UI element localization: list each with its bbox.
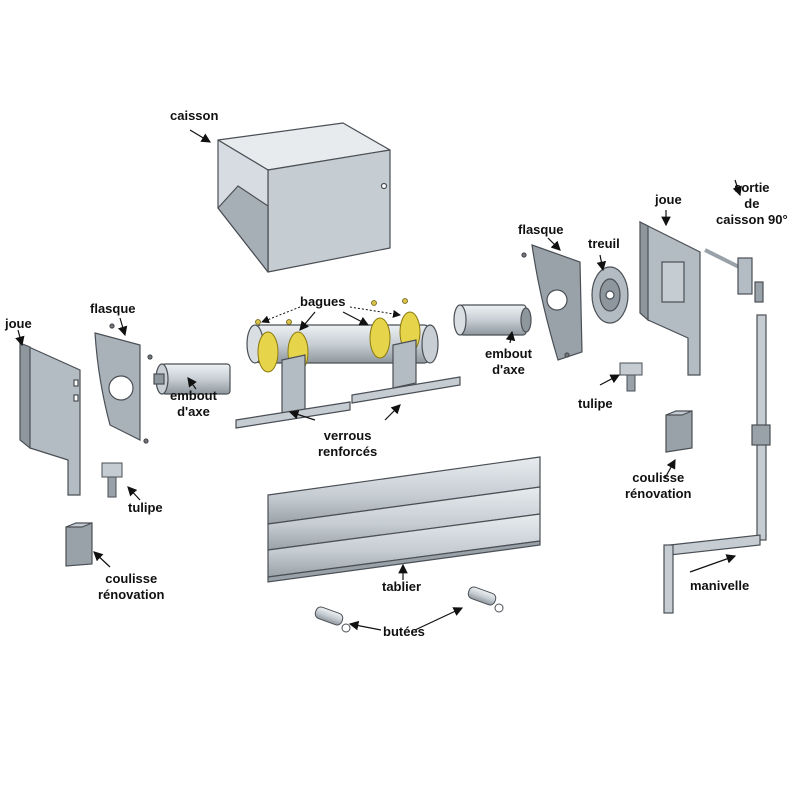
right-embout-axe — [453, 304, 532, 336]
label-bagues: bagues — [300, 294, 346, 309]
screws-top — [255, 298, 408, 325]
label-coulisse-left: coulisse rénovation — [98, 571, 164, 603]
label-sortie: sortie de caisson 90° — [716, 180, 788, 228]
left-tulipe-part — [101, 462, 123, 498]
manivelle-crank — [663, 314, 771, 614]
right-coulisse-part — [665, 410, 693, 453]
caisson-box — [217, 122, 391, 273]
label-embout-right-2: d'axe — [492, 362, 525, 377]
label-coulisse-right-2: rénovation — [625, 486, 692, 501]
label-embout-right: embout d'axe — [485, 346, 532, 378]
bagues-dotted-arrows — [261, 306, 401, 324]
right-tulipe-part — [619, 362, 643, 392]
label-butees: butées — [383, 624, 425, 639]
label-manivelle: manivelle — [690, 578, 750, 593]
butees-stops — [314, 586, 504, 633]
right-flasque-plate — [521, 244, 583, 361]
label-tablier: tablier — [382, 579, 422, 594]
label-joue-right: joue — [655, 192, 682, 207]
label-embout-left-2: d'axe — [177, 404, 210, 419]
label-verrous: verrous renforcés — [318, 428, 377, 460]
label-coulisse-right-1: coulisse — [632, 470, 685, 485]
label-flasque-left: flasque — [90, 301, 136, 316]
label-treuil: treuil — [588, 236, 620, 251]
label-sortie-2: de — [744, 196, 760, 211]
callout-arrows — [15, 129, 742, 631]
label-sortie-1: sortie — [734, 180, 770, 195]
label-caisson: caisson — [170, 108, 219, 123]
left-coulisse-part — [65, 522, 93, 567]
label-tulipe-left: tulipe — [128, 500, 163, 515]
label-embout-right-1: embout — [485, 346, 532, 361]
left-flasque-plate — [94, 323, 153, 444]
label-flasque-right: flasque — [518, 222, 564, 237]
tablier-slats — [267, 456, 541, 583]
label-verrous-1: verrous — [323, 428, 372, 443]
treuil-gear — [591, 266, 629, 324]
label-verrous-2: renforcés — [318, 444, 378, 459]
sortie-caisson-90 — [704, 248, 764, 303]
label-sortie-3: caisson 90° — [716, 212, 788, 227]
label-embout-left-1: embout — [170, 388, 217, 403]
left-joue-panel — [19, 342, 81, 496]
label-coulisse-right: coulisse rénovation — [625, 470, 691, 502]
label-coulisse-left-1: coulisse — [105, 571, 158, 586]
label-coulisse-left-2: rénovation — [98, 587, 165, 602]
label-embout-left: embout d'axe — [170, 388, 217, 420]
label-joue-left: joue — [5, 316, 32, 331]
right-joue-panel — [639, 220, 701, 376]
label-tulipe-right: tulipe — [578, 396, 613, 411]
